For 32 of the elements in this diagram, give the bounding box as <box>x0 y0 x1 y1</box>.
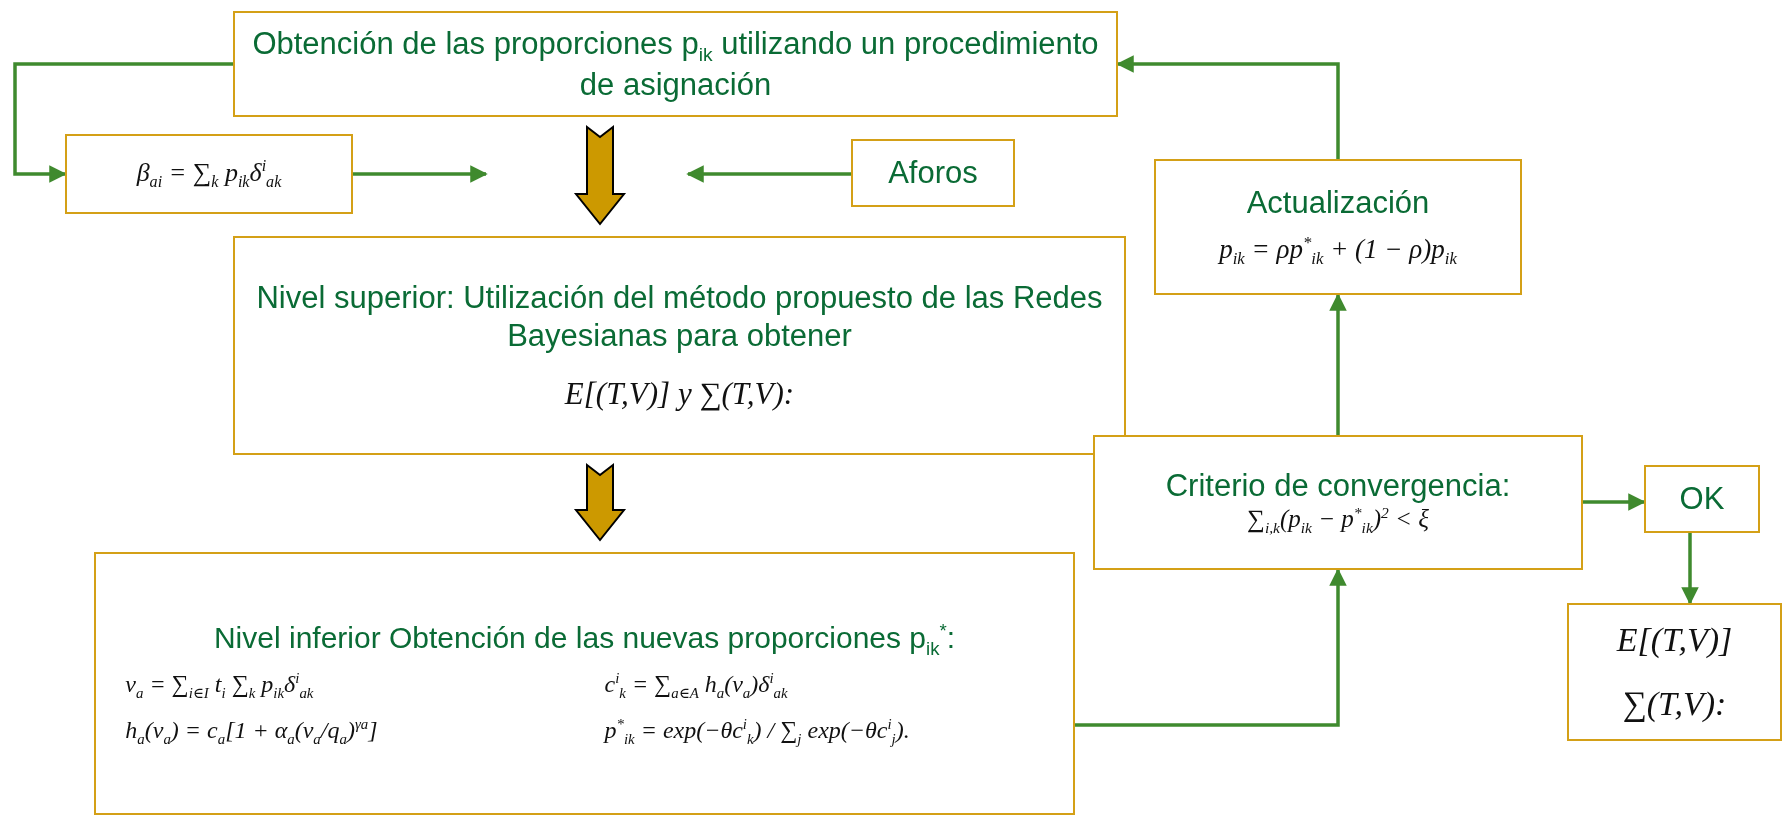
process-box <box>94 552 1075 815</box>
process-box <box>1093 435 1583 570</box>
heading-text: OK <box>1679 480 1725 518</box>
arrow <box>686 165 851 183</box>
process-box <box>1154 159 1522 295</box>
formula: p$_{ik}$ = ρp$^{*}$$_{ik}$ + (1 − ρ)p$_{ik}$ <box>1219 233 1457 270</box>
arrow <box>1583 493 1646 511</box>
heading-text: Aforos <box>888 154 978 192</box>
formula: E[(T,V)] y ∑(T,V): <box>564 375 795 412</box>
process-box <box>233 236 1126 455</box>
arrow <box>1075 568 1347 727</box>
arrow <box>353 165 488 183</box>
formula: p$^{*}$$_{ik}$ = exp(−θc$^{i}$$_{k}$) / ∑$_{j}$ exp(−θc$^{i}$$_{j}$). <box>604 715 911 748</box>
formula: h$_{a}$(v$_{a}$) = c$_{a}$[1 + α$_{a}$(v$_{a}$/q$_{a}$)$^{γa}$] <box>125 715 379 748</box>
formula: E[(T,V)] <box>1616 621 1733 659</box>
arrow <box>13 62 233 183</box>
process-box <box>1567 603 1782 741</box>
arrow <box>1329 293 1347 435</box>
block-arrow <box>573 124 627 226</box>
heading-text: Nivel superior: Utilización del método propuesto de las Redes Bayesianas para obtener <box>255 279 1104 354</box>
heading-text: Obtención de las proporciones p$_{ik}$ utilizando un procedimiento de asignación <box>251 24 1100 104</box>
process-box <box>851 139 1015 207</box>
block-arrow <box>573 462 627 542</box>
heading-text: Actualización <box>1246 184 1430 222</box>
heading-text: Nivel inferior Obtención de las nuevas proporciones p$_{ik}$$^{*}$: <box>213 619 956 660</box>
heading-text: Criterio de convergencia: <box>1165 467 1511 505</box>
process-box <box>233 11 1118 117</box>
formula: ∑$_{i,k}$(p$_{ik}$ − p$^{*}$$_{ik}$)$^{2}$ < ξ <box>1247 504 1429 538</box>
process-box <box>65 134 353 214</box>
process-box <box>1644 465 1760 533</box>
arrow <box>1681 533 1699 605</box>
formula: ∑(T,V): <box>1622 685 1727 723</box>
